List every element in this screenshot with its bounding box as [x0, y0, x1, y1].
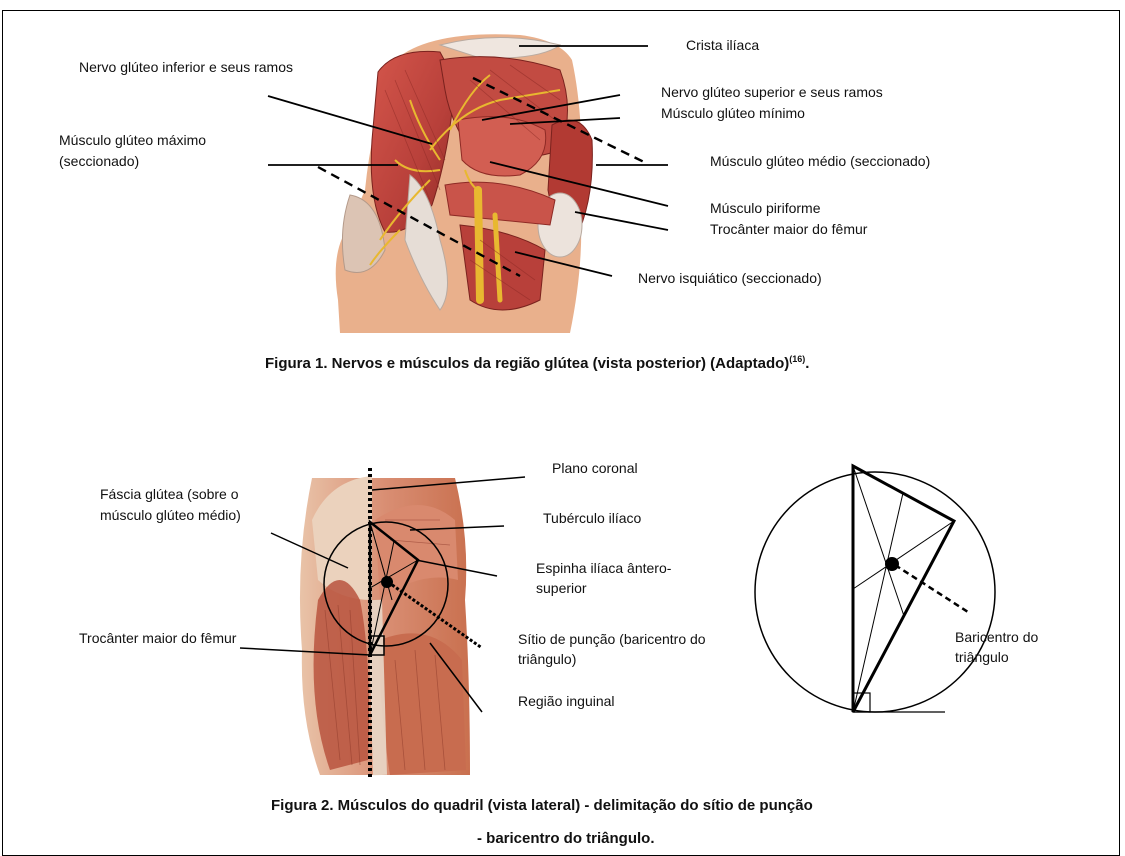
label-fascia-glutea-line1: Fáscia glútea (sobre o [100, 486, 239, 503]
label-musculo-gluteo-maximo-line2: (seccionado) [59, 153, 139, 170]
figure1-illustration [336, 34, 593, 333]
label-trocanter-maior-fig1: Trocânter maior do fêmur [710, 221, 867, 238]
figure1-caption: Figura 1. Nervos e músculos da região gl… [265, 354, 809, 372]
label-baricentro-line1: Baricentro do [955, 629, 1038, 646]
label-musculo-gluteo-maximo-line1: Músculo glúteo máximo [59, 132, 206, 149]
label-nervo-isquiatico: Nervo isquiático (seccionado) [638, 270, 822, 287]
label-sitio-puncao-line2: triângulo) [518, 651, 576, 668]
label-plano-coronal: Plano coronal [552, 460, 638, 477]
label-fascia-glutea-line2: músculo glúteo médio) [100, 507, 241, 524]
figure1-caption-text: Figura 1. Nervos e músculos da região gl… [265, 355, 789, 372]
label-espinha-iliaca-line2: superior [536, 580, 587, 597]
figure2-caption-line1: Figura 2. Músculos do quadril (vista lat… [271, 797, 813, 814]
figure1-caption-ref: (16) [789, 354, 805, 364]
label-musculo-gluteo-medio: Músculo glúteo médio (seccionado) [710, 153, 930, 170]
figure2-caption-line2: - baricentro do triângulo. [477, 830, 655, 847]
figure1-caption-end: . [805, 355, 809, 372]
label-regiao-inguinal: Região inguinal [518, 693, 615, 710]
label-tuberculo-iliaco: Tubérculo ilíaco [543, 510, 641, 527]
label-espinha-iliaca-line1: Espinha ilíaca ântero- [536, 560, 671, 577]
label-nervo-gluteo-superior: Nervo glúteo superior e seus ramos [661, 84, 883, 101]
label-musculo-gluteo-minimo: Músculo glúteo mínimo [661, 105, 805, 122]
label-baricentro-line2: triângulo [955, 649, 1009, 666]
label-trocanter-maior-fig2: Trocânter maior do fêmur [79, 630, 236, 647]
label-sitio-puncao-line1: Sítio de punção (baricentro do [518, 631, 706, 648]
label-musculo-piriforme: Músculo piriforme [710, 200, 820, 217]
triangle-detail [755, 466, 995, 712]
label-crista-iliaca: Crista ilíaca [686, 37, 759, 54]
label-nervo-gluteo-inferior: Nervo glúteo inferior e seus ramos [79, 59, 293, 76]
